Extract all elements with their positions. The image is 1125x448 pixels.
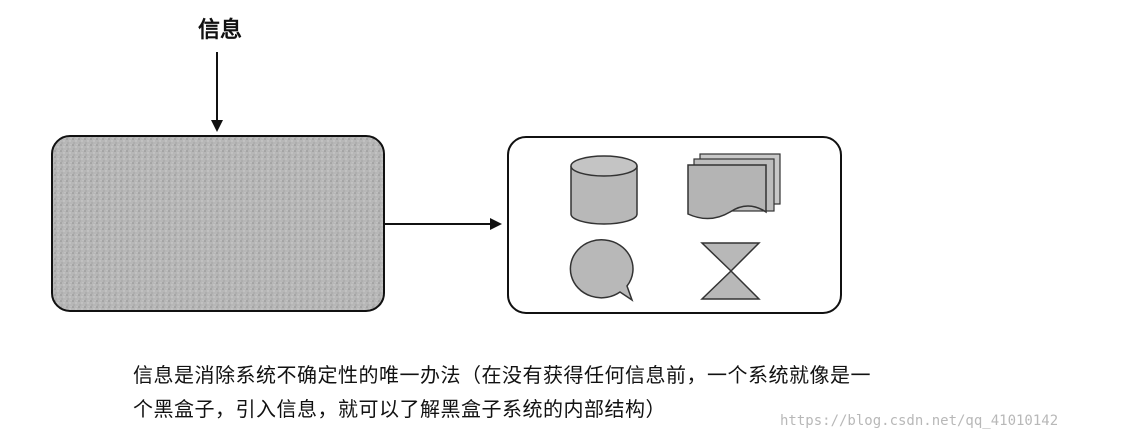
caption-line-1: 信息是消除系统不确定性的唯一办法（在没有获得任何信息前，一个系统就像是一 [133,363,871,387]
watermark: https://blog.csdn.net/qq_41010142 [780,413,1059,429]
caption: 信息是消除系统不确定性的唯一办法（在没有获得任何信息前，一个系统就像是一 个黑盒… [133,358,1093,426]
stacked-documents-icon [687,153,781,220]
caption-line-2: 个黑盒子，引入信息，就可以了解黑盒子系统的内部结构） [133,397,666,421]
speech-bubble-icon [569,239,634,302]
output-box [507,136,842,314]
input-label: 信息 [197,18,242,43]
hourglass-icon [700,242,761,300]
database-cylinder-icon [570,155,638,225]
black-box [51,135,385,312]
